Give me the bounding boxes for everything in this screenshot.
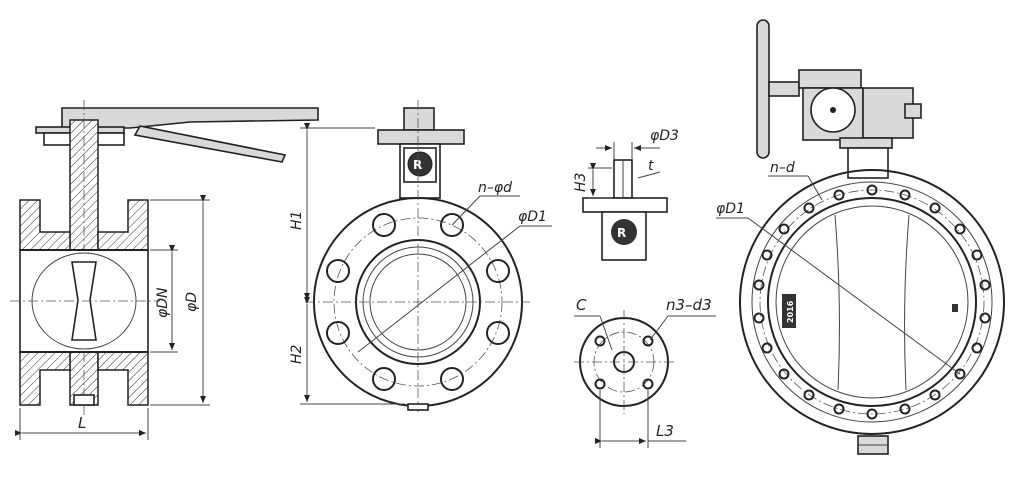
- body-flange-left: [19, 199, 71, 251]
- lever-handle: [61, 107, 319, 129]
- label-D1-large: φD1: [716, 201, 745, 217]
- label-D1: φD1: [518, 209, 547, 225]
- large-valve-view: 2016 n–d φD1: [716, 19, 1005, 455]
- large-seat: [767, 197, 977, 407]
- name-plate: [782, 294, 796, 328]
- dim-D3: φD3: [650, 128, 679, 144]
- body-flange-right: [97, 199, 149, 251]
- label-n3-d3: n3–d3: [666, 296, 712, 314]
- svg-text:R: R: [617, 226, 626, 240]
- lever-arm: [133, 125, 287, 163]
- stem-detail-view: R φD3 H3 t C n3–d3: [573, 128, 716, 448]
- dim-D: φD: [184, 292, 200, 312]
- logo-icon-small: [611, 219, 637, 245]
- logo-icon: [407, 151, 433, 177]
- dim-L3: L3: [656, 422, 674, 440]
- plate-text: 2016: [786, 300, 795, 323]
- large-bolt-holes: [753, 184, 991, 420]
- label-C: C: [576, 296, 587, 314]
- front-flange-view: R n–φd φD1: [289, 100, 552, 412]
- handwheel: [756, 19, 770, 159]
- stem-head: [403, 107, 435, 131]
- bolt-holes: [326, 213, 510, 391]
- dim-H2: H2: [289, 344, 305, 364]
- body-flange-right-bottom: [97, 351, 149, 406]
- dim-H3: H3: [573, 173, 589, 192]
- side-section-view: L φDN φD: [10, 100, 319, 440]
- dim-L: L: [78, 414, 86, 432]
- large-flange-outer: [739, 169, 1005, 435]
- large-disc: [775, 205, 969, 399]
- pad-holes: [594, 335, 654, 390]
- dim-H1: H1: [289, 211, 305, 230]
- svg-text:R: R: [413, 158, 422, 172]
- label-n-d-large: n–d: [770, 160, 795, 176]
- gearbox-top: [798, 69, 862, 89]
- dim-t: t: [648, 158, 654, 174]
- dim-DN: φDN: [155, 287, 171, 318]
- top-flange-small: [582, 197, 668, 213]
- body-flange-left-bottom: [19, 351, 71, 406]
- label-n-d: n–φd: [478, 180, 512, 196]
- bottom-stub: [73, 394, 95, 406]
- top-plate: [377, 129, 465, 145]
